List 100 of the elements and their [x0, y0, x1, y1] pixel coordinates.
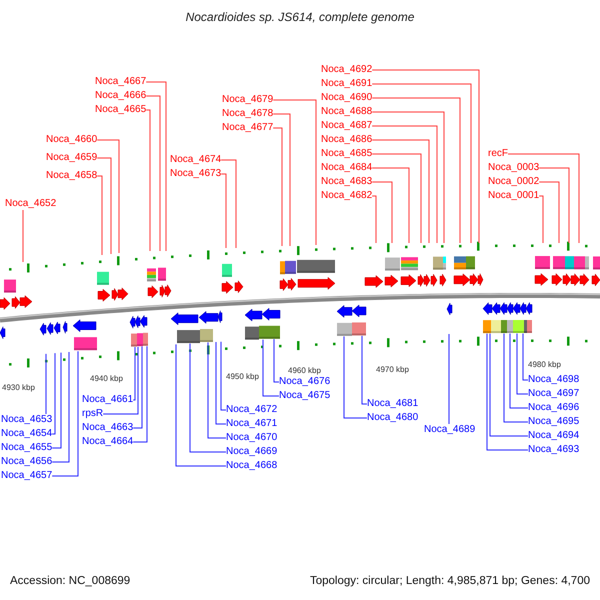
gene-label: Noca_4684 — [321, 162, 372, 174]
leader-line — [538, 196, 544, 244]
gene-label: Noca_4678 — [222, 108, 274, 120]
leader-line — [208, 342, 226, 438]
leader-line — [272, 128, 282, 246]
gene-label: Noca_0002 — [488, 176, 540, 188]
leader-line — [22, 210, 24, 262]
leader-line — [272, 100, 316, 246]
leader-line — [190, 342, 226, 452]
leader-line — [486, 333, 528, 450]
gene-label: Noca_4661 — [82, 394, 134, 406]
gene-label: Noca_4659 — [46, 152, 98, 164]
leader-line — [262, 339, 280, 396]
leader-line — [52, 350, 78, 476]
leader-line — [220, 160, 236, 248]
gene-label: Noca_4670 — [226, 432, 278, 444]
leader-line — [132, 346, 148, 442]
gene-label: Noca_4689 — [424, 424, 476, 436]
gene-label: Noca_4660 — [46, 134, 98, 146]
gene-label: Noca_4682 — [321, 190, 372, 202]
leader-line — [490, 333, 528, 436]
leader-line — [372, 112, 444, 244]
gene-label: Noca_4687 — [321, 120, 372, 132]
genome-info-text: Topology: circular; Length: 4,985,871 bp; Genes: 4,700 — [310, 575, 590, 587]
gene-label: Noca_4676 — [279, 376, 330, 388]
leader-line — [96, 176, 102, 256]
leader-line — [344, 336, 368, 418]
leader-line — [272, 114, 290, 246]
gene-label: Noca_0003 — [488, 162, 540, 174]
gene-label: Noca_4667 — [95, 76, 146, 88]
gene-label: Noca_4657 — [1, 470, 52, 482]
leader-line — [510, 333, 528, 408]
leader-line — [448, 334, 450, 424]
leader-line — [52, 352, 62, 448]
leader-line — [132, 346, 142, 428]
gene-label: Noca_4681 — [367, 398, 418, 410]
gene-label: Noca_4671 — [226, 418, 278, 430]
leader-line — [508, 154, 580, 244]
leader-line — [504, 333, 528, 422]
leader-line — [96, 140, 120, 254]
scale-label: 4940 kbp — [90, 374, 123, 383]
gene-label: Noca_4674 — [170, 154, 222, 166]
leader-line — [52, 352, 56, 434]
gene-label: Noca_4654 — [1, 428, 52, 440]
leader-line — [538, 168, 570, 244]
gene-label: Noca_4692 — [321, 64, 372, 76]
title: Nocardioides sp. JS614, complete genome — [184, 10, 416, 24]
leader-line — [220, 174, 226, 248]
leader-line — [372, 140, 430, 244]
leader-line — [132, 346, 136, 400]
leader-line — [516, 333, 528, 394]
leader-line — [522, 333, 528, 380]
gene-label: Noca_4665 — [95, 104, 146, 116]
gene-label: Noca_4675 — [279, 390, 330, 402]
gene-label: rpsR — [82, 408, 104, 420]
leader-line — [538, 182, 560, 244]
scale-label: 4960 kbp — [288, 366, 321, 375]
leader-line — [216, 341, 226, 424]
scale-label: 4970 kbp — [376, 365, 409, 374]
scale-label: 4980 kbp — [528, 360, 561, 369]
gene-label: Noca_4680 — [367, 412, 418, 424]
gene-label: Noca_4697 — [528, 388, 580, 400]
gene-label: Noca_4677 — [222, 122, 274, 134]
leader-line — [372, 98, 460, 244]
scale-label: 4950 kbp — [226, 372, 259, 381]
gene-label: recF — [488, 148, 508, 160]
leader-line — [176, 344, 226, 466]
leader-line — [372, 196, 376, 244]
gene-label: Noca_4655 — [1, 442, 52, 454]
gene-label: Noca_4672 — [226, 404, 278, 416]
gene-label: Noca_4694 — [528, 430, 580, 442]
gene-label: Noca_4683 — [321, 176, 372, 188]
leader-line — [146, 96, 160, 252]
gene-label: Noca_4698 — [528, 374, 580, 386]
gene-label: Noca_0001 — [488, 190, 540, 202]
gene-label: Noca_4679 — [222, 94, 274, 106]
gene-label: Noca_4663 — [82, 422, 134, 434]
gene-label: Noca_4669 — [226, 446, 278, 458]
gene-label: Noca_4695 — [528, 416, 580, 428]
leader-line — [220, 341, 226, 410]
leader-line — [102, 346, 138, 414]
leader-line — [372, 126, 438, 244]
accession-text: Accession: NC_008699 — [10, 575, 130, 587]
leader-line — [52, 351, 70, 462]
leader-line — [96, 158, 112, 254]
leader-line — [274, 338, 280, 382]
gene-label: Noca_4652 — [5, 198, 56, 210]
leader-line — [146, 110, 150, 252]
gene-label: Noca_4664 — [82, 436, 134, 448]
leader-line — [372, 168, 410, 244]
gene-label: Noca_4696 — [528, 402, 580, 414]
leader-line — [146, 82, 166, 252]
gene-label: Noca_4666 — [95, 90, 146, 102]
gene-label: Noca_4693 — [528, 444, 580, 456]
scale-label: 4930 kbp — [2, 383, 35, 392]
gene-label: Noca_4685 — [321, 148, 372, 160]
gene-label: Noca_4668 — [226, 460, 278, 472]
gene-label: Noca_4673 — [170, 168, 222, 180]
leader-line — [372, 182, 392, 244]
leader-line — [362, 335, 368, 404]
